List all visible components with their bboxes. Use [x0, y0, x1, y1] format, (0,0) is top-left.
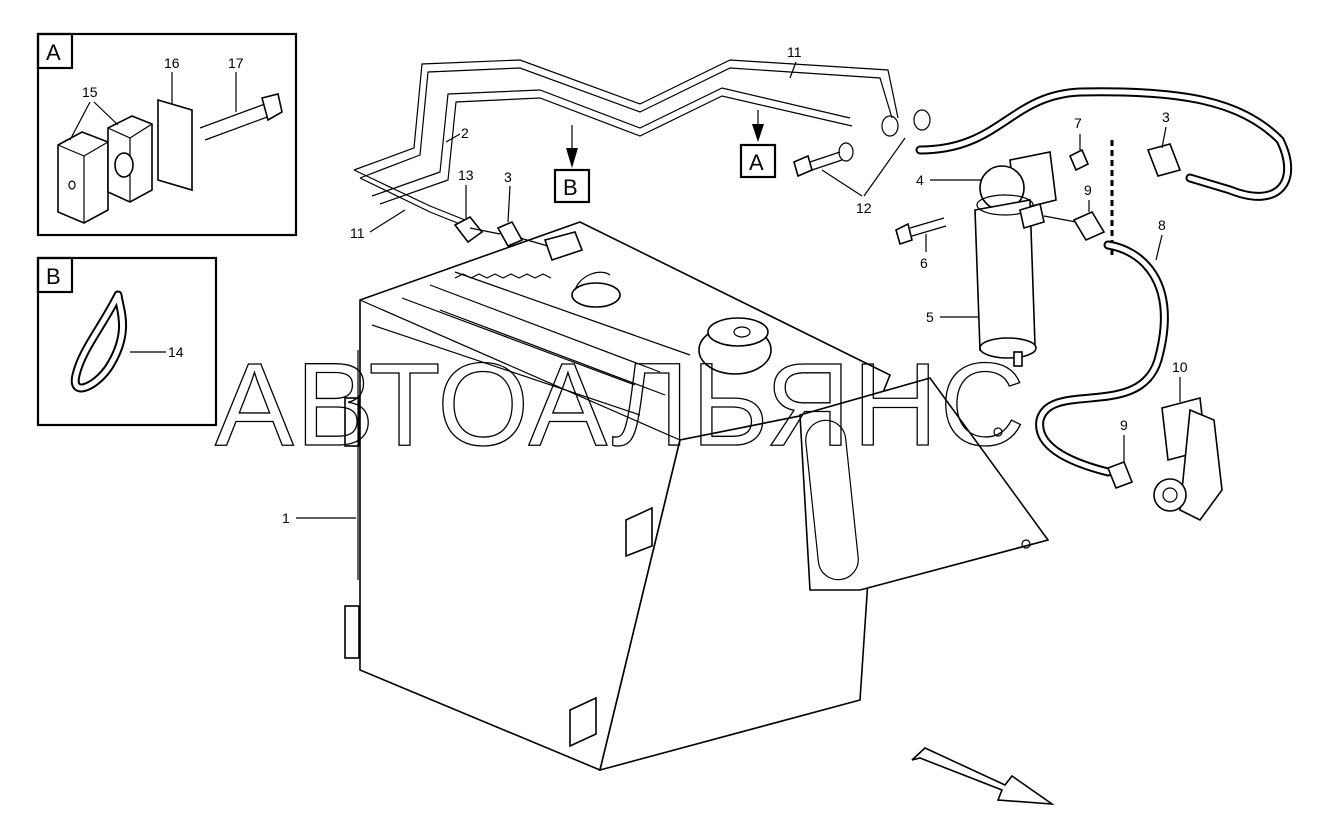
- detail-box-a: A 15 16 17: [36, 32, 298, 237]
- detail-box-b: B 14: [36, 256, 218, 427]
- sensor-unit: 10: [1153, 359, 1223, 522]
- supply-hose: 9 8 9: [1035, 182, 1169, 490]
- return-hose: 3: [915, 87, 1293, 255]
- clamp-bolts: 12: [793, 109, 931, 216]
- view-marker-a: A: [739, 110, 777, 179]
- callout-9-bottom: 9: [1120, 417, 1128, 433]
- callout-15: 16: [164, 55, 180, 71]
- callout-5: 5: [926, 309, 934, 325]
- callout-6: 6: [920, 255, 928, 271]
- detail-box-b-label: B: [46, 264, 61, 289]
- callout-13: 13: [458, 167, 474, 183]
- callout-2: 2: [461, 125, 469, 141]
- callout-10: 10: [1172, 359, 1188, 375]
- view-marker-b-label: B: [563, 175, 578, 200]
- callout-14: 15: [82, 84, 98, 100]
- view-marker-b: B: [553, 125, 591, 204]
- callout-16: 17: [228, 55, 244, 71]
- callout-8: 8: [1158, 217, 1166, 233]
- tank-fittings: 13 3: [453, 167, 584, 262]
- direction-arrow: [911, 747, 1055, 806]
- view-marker-a-label: A: [749, 150, 764, 175]
- callout-4: 4: [916, 172, 924, 188]
- callout-12: 12: [856, 200, 872, 216]
- callout-11-left: 11: [350, 225, 365, 241]
- watermark: АВТОАЛЬЯНС: [215, 339, 1027, 471]
- callout-3-right: 3: [1162, 109, 1170, 125]
- callout-7: 7: [1074, 115, 1082, 131]
- callout-3-left: 3: [504, 169, 512, 185]
- callout-1: 1: [282, 510, 290, 526]
- fuel-lines: 2 11 11: [350, 44, 899, 241]
- fuel-tank: 1: [282, 221, 892, 772]
- callout-9-top: 9: [1084, 182, 1092, 198]
- fuel-filter: 4 5 6 7: [895, 115, 1090, 367]
- detail-box-a-label: A: [46, 40, 61, 65]
- callout-11-top: 11: [787, 44, 802, 60]
- callout-17: 14: [168, 344, 184, 360]
- mounting-bracket: [799, 377, 1050, 591]
